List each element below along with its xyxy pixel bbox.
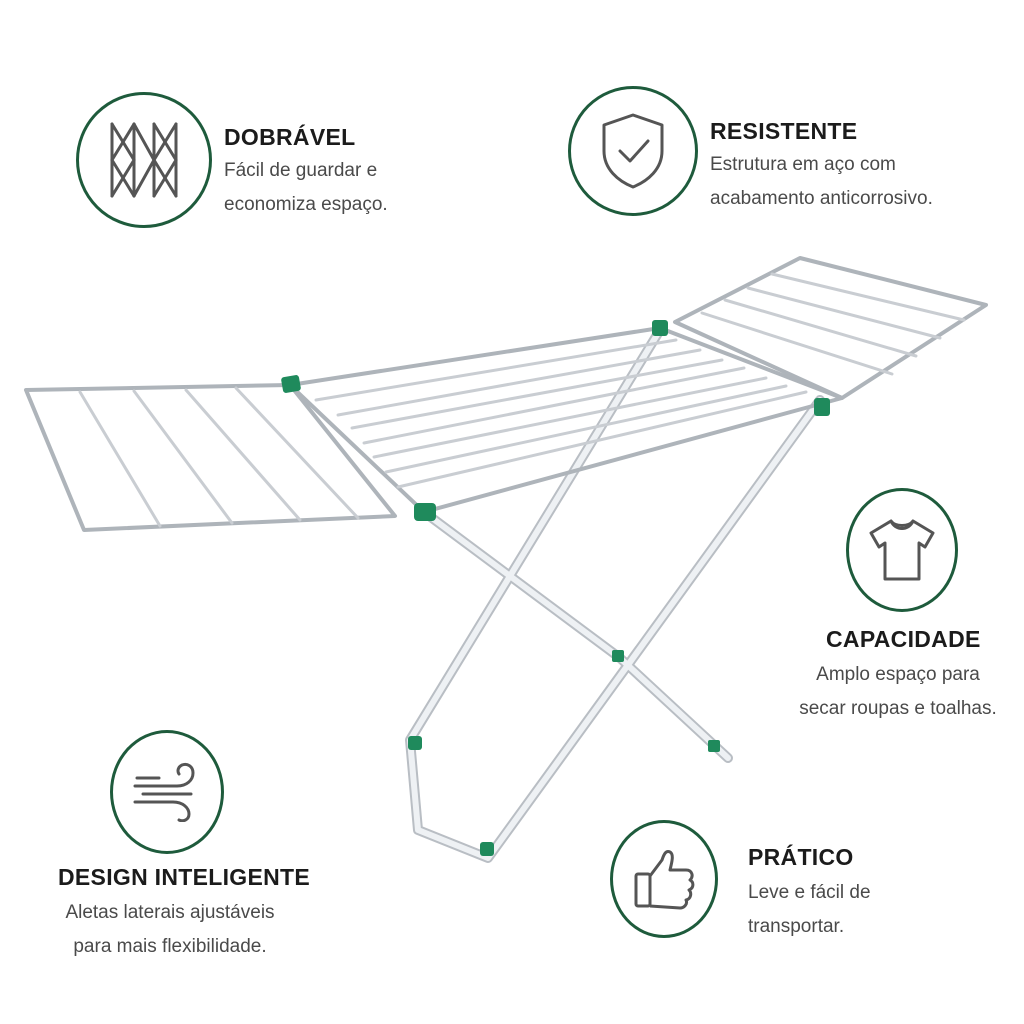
feature-title: RESISTENTE (710, 118, 858, 144)
description-line: Amplo espaço para (816, 664, 980, 685)
feature-description: Estrutura em aço com acabamento anticorr… (710, 148, 933, 216)
wind-icon (110, 730, 224, 854)
description-line: para mais flexibilidade. (73, 936, 267, 957)
description-line: Aletas laterais ajustáveis (65, 902, 275, 923)
thumbs-up-icon (610, 820, 718, 938)
feature-title: DOBRÁVEL (224, 124, 356, 150)
description-line: Leve e fácil de (748, 882, 871, 903)
description-line: secar roupas e toalhas. (799, 698, 997, 719)
feature-title: PRÁTICO (748, 844, 854, 870)
description-line: transportar. (748, 916, 845, 937)
shield-check-icon (568, 86, 698, 216)
feature-description: Fácil de guardar e economiza espaço. (224, 154, 388, 222)
feature-title: DESIGN INTELIGENTE (58, 864, 311, 890)
feature-description: Amplo espaço para secar roupas e toalhas… (786, 658, 1010, 726)
description-line: acabamento anticorrosivo. (710, 188, 933, 209)
feature-description: Leve e fácil de transportar. (748, 876, 871, 944)
description-line: Estrutura em aço com (710, 154, 896, 175)
folding-x-icon (76, 92, 212, 228)
tshirt-icon (846, 488, 958, 612)
feature-title: CAPACIDADE (826, 626, 981, 652)
description-line: economiza espaço. (224, 194, 388, 215)
description-line: Fácil de guardar e (224, 160, 378, 181)
feature-description: Aletas laterais ajustáveis para mais fle… (40, 896, 300, 964)
